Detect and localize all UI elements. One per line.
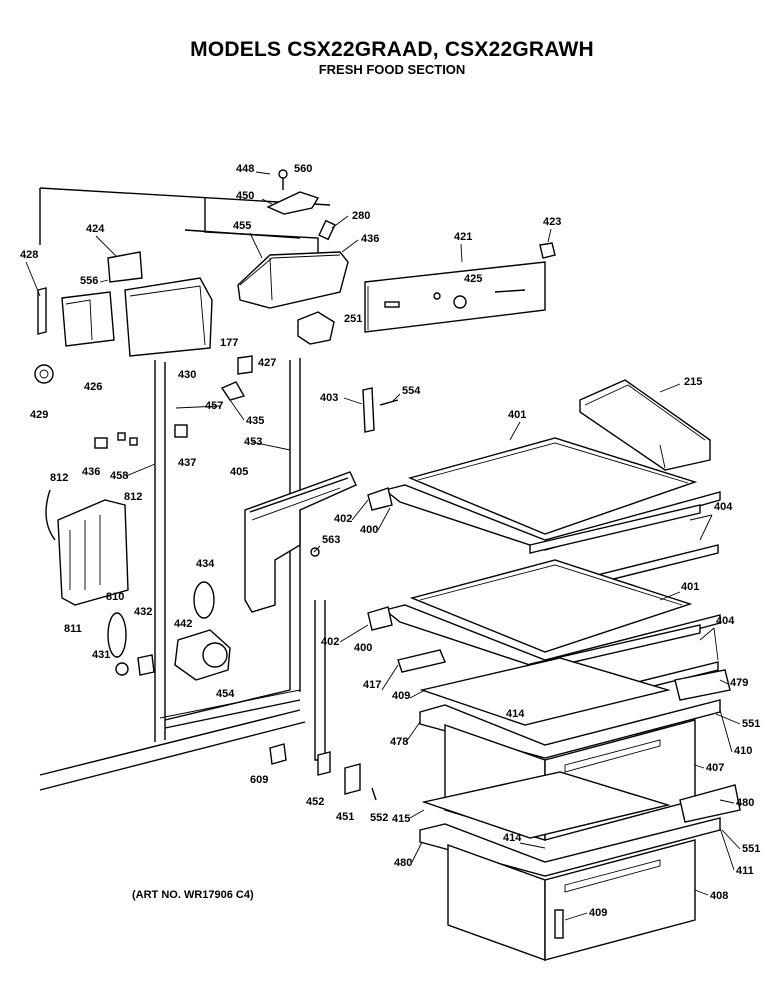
callout-label: 448 — [236, 163, 254, 175]
callout-label: 405 — [230, 466, 248, 478]
callout-label: 560 — [294, 163, 312, 175]
left-upper-parts — [34, 251, 213, 384]
crisper-lower — [419, 771, 741, 961]
callout-label: 432 — [134, 606, 152, 618]
callout-label: 251 — [344, 313, 362, 325]
callout-label: 552 — [370, 812, 388, 824]
callout-label: 421 — [454, 231, 472, 243]
callout-label: 480 — [394, 857, 412, 869]
callout-label: 400 — [354, 642, 372, 654]
callout-label: 425 — [464, 273, 482, 285]
callout-labels: 448 560 450 280 455 436 423 421 424 426 … — [20, 163, 760, 919]
evaporator-cover — [244, 471, 357, 613]
callout-label: 402 — [334, 513, 352, 525]
callout-label: 280 — [352, 210, 370, 222]
callout-label: 423 — [543, 216, 561, 228]
callout-label: 428 — [20, 249, 38, 261]
callout-label: 424 — [86, 223, 105, 235]
callout-label: 434 — [196, 558, 215, 570]
diagram-title: MODELS CSX22GRAAD, CSX22GRAWH — [190, 38, 594, 61]
control-panel — [364, 261, 546, 333]
callout-label: 479 — [730, 677, 748, 689]
callout-label: 478 — [390, 736, 408, 748]
callout-label: 452 — [306, 796, 324, 808]
callout-label: 407 — [706, 762, 724, 774]
callout-label: 551 — [742, 718, 760, 730]
callout-label: 442 — [174, 618, 192, 630]
leader-lines — [25, 171, 741, 921]
callout-label: 410 — [734, 745, 752, 757]
callout-label: 411 — [736, 865, 754, 877]
callout-label: 480 — [736, 797, 754, 809]
callout-label: 451 — [336, 811, 354, 823]
door-bin — [579, 379, 711, 471]
diagram-subtitle: FRESH FOOD SECTION — [318, 62, 466, 77]
heater-plate — [45, 489, 129, 606]
callout-label: 609 — [250, 774, 268, 786]
lower-small-parts — [269, 547, 377, 801]
callout-label: 436 — [82, 466, 100, 478]
callout-label: 415 — [392, 813, 410, 825]
callout-label: 455 — [233, 220, 251, 232]
callout-label: 554 — [402, 385, 421, 397]
callout-label: 177 — [220, 337, 238, 349]
callout-label: 450 — [236, 190, 254, 202]
callout-label: 430 — [178, 369, 196, 381]
shelf-lower — [367, 559, 721, 709]
callout-label: 414 — [506, 708, 525, 720]
callout-label: 400 — [360, 524, 378, 536]
callout-label: 812 — [50, 472, 68, 484]
art-number: (ART NO. WR17906 C4) — [132, 889, 254, 901]
callout-label: 431 — [92, 649, 110, 661]
callout-label: 427 — [258, 357, 276, 369]
callout-label: 409 — [589, 907, 607, 919]
callout-label: 435 — [246, 415, 264, 427]
callout-label: 215 — [684, 376, 702, 388]
callout-label: 429 — [30, 409, 48, 421]
callout-label: 414 — [503, 832, 522, 844]
callout-label: 551 — [742, 843, 760, 855]
callout-label: 454 — [216, 688, 235, 700]
callout-label: 812 — [124, 491, 142, 503]
top-parts — [237, 169, 556, 345]
callout-label: 436 — [361, 233, 379, 245]
callout-label: 563 — [322, 534, 340, 546]
callout-label: 408 — [710, 890, 728, 902]
callout-label: 811 — [64, 623, 82, 635]
callout-label: 458 — [110, 470, 128, 482]
callout-label: 401 — [681, 581, 699, 593]
callout-label: 437 — [178, 457, 196, 469]
callout-label: 404 — [714, 501, 733, 513]
callout-label: 409 — [392, 690, 410, 702]
callout-label: 556 — [80, 275, 98, 287]
callout-label: 401 — [508, 409, 526, 421]
callout-label: 810 — [106, 591, 124, 603]
mid-parts — [94, 355, 399, 449]
callout-label: 417 — [363, 679, 381, 691]
callout-label: 403 — [320, 392, 338, 404]
callout-label: 404 — [716, 615, 735, 627]
fan-assembly — [107, 581, 231, 681]
callout-label: 402 — [321, 636, 339, 648]
callout-label: 426 — [84, 381, 102, 393]
